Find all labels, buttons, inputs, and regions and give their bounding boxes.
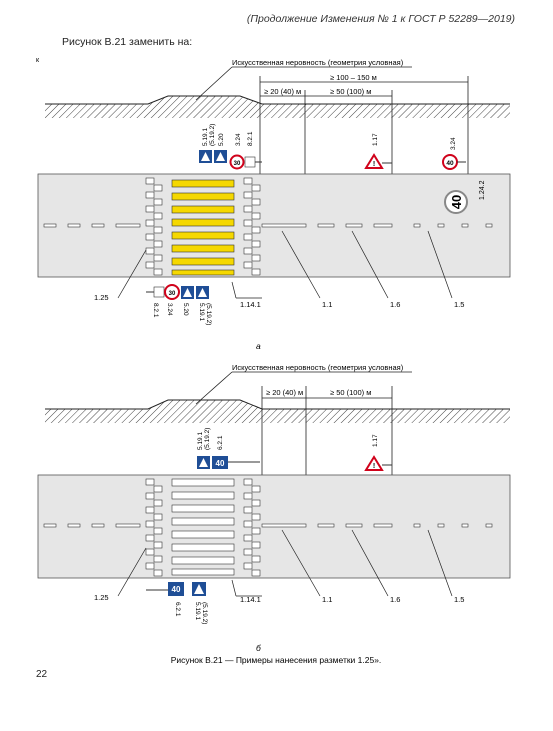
marking-1-25-left (145, 177, 163, 276)
caption-a: а (256, 341, 261, 351)
dim-1: ≥ 20 (40) м (264, 87, 301, 96)
crosswalk-yellow (171, 179, 235, 276)
hump-label: Искусственная неровность (геометрия усло… (232, 58, 404, 67)
callouts-b (117, 529, 453, 597)
corner-mark: к (36, 57, 40, 64)
svg-text:5.19.1: 5.19.1 (198, 303, 205, 321)
svg-text:!: ! (373, 463, 375, 470)
svg-text:(5.19.2): (5.19.2) (205, 303, 212, 325)
callout-1-25: 1.25 (94, 293, 109, 302)
svg-text:(5.19.2): (5.19.2) (201, 602, 208, 624)
svg-text:5.19.1: 5.19.1 (202, 128, 209, 146)
page-number: 22 (36, 669, 48, 680)
sign-6-2-1 (168, 582, 184, 596)
marking-1-25-right (243, 177, 261, 276)
marking-1-24-2: 40 1.24.2 (444, 180, 486, 214)
sign-6-2-1 (212, 456, 228, 469)
svg-text:3.24: 3.24 (166, 303, 173, 316)
sign-group-bottom-b: 40 6.2.1 5.19.1 (5.19.2) (146, 582, 208, 624)
intro-text: Рисунок В.21 заменить на: (62, 36, 193, 48)
svg-text:(5.19.2): (5.19.2) (209, 124, 216, 146)
speed-limit-sign-30 (164, 284, 180, 300)
svg-text:40: 40 (446, 160, 454, 167)
callout-1-1: 1.1 (322, 595, 332, 604)
sign-1-17-b: ! 1.17 (364, 434, 392, 471)
callout-1-5: 1.5 (454, 300, 464, 309)
svg-text:1.17: 1.17 (372, 434, 379, 447)
marking-1-25-left (145, 478, 163, 577)
svg-text:40: 40 (172, 585, 181, 594)
callout-1-6: 1.6 (390, 595, 400, 604)
figure-a: к Искусственная неровность (геометрия ус… (36, 57, 511, 351)
svg-text:1.17: 1.17 (372, 133, 379, 146)
svg-text:3.24: 3.24 (235, 133, 242, 146)
figure-caption: Рисунок В.21 — Примеры нанесения разметк… (171, 655, 382, 665)
centre-markings (43, 223, 493, 228)
svg-text:5.19.1: 5.19.1 (197, 432, 204, 450)
hump-label: Искусственная неровность (геометрия усло… (232, 363, 404, 372)
sign-group-bottom-a: 30 8.2.1 3.24 5.20 5.19.1 (5.19.2) (146, 284, 212, 325)
speed-limit-sign-30 (229, 154, 245, 170)
svg-text:5.20: 5.20 (218, 133, 225, 146)
svg-text:5.19.1: 5.19.1 (194, 602, 201, 620)
callout-1-6: 1.6 (390, 300, 400, 309)
caption-b: б (256, 643, 262, 653)
ground-profile (45, 95, 510, 118)
sign-group-top-a: 30 5.19.1 (5.19.2) 5.20 3.24 8.2.1 (199, 124, 262, 170)
plate-8-2-1 (153, 286, 165, 298)
callout-1-1: 1.1 (322, 300, 332, 309)
figure-b: Искусственная неровность (геометрия усло… (37, 363, 511, 653)
svg-text:6.2.1: 6.2.1 (174, 602, 181, 617)
svg-text:8.2.1: 8.2.1 (152, 303, 159, 318)
svg-text:8.2.1: 8.2.1 (247, 131, 254, 146)
crosswalk-white (171, 478, 235, 576)
callout-1-5: 1.5 (454, 595, 464, 604)
callouts-a (117, 230, 453, 299)
callout-1-14-1: 1.14.1 (240, 595, 261, 604)
svg-text:40: 40 (216, 459, 225, 468)
sign-group-top-b: 40 5.19.1 (5.19.2) 6.2.1 (197, 428, 260, 469)
svg-text:5.20: 5.20 (182, 303, 189, 316)
marking-1-25-right (243, 478, 261, 577)
sign-3-24-a: 40 3.24 (442, 137, 466, 170)
ground-profile (45, 399, 510, 423)
svg-text:(5.19.2): (5.19.2) (204, 428, 211, 450)
svg-text:30: 30 (169, 291, 176, 297)
dim-total: ≥ 100 – 150 м (330, 73, 377, 82)
svg-text:1.24.2: 1.24.2 (479, 180, 486, 200)
hump-leader (195, 66, 233, 101)
svg-text:6.2.1: 6.2.1 (217, 435, 224, 450)
dim-2: ≥ 50 (100) м (330, 87, 371, 96)
dim-2: ≥ 50 (100) м (330, 388, 371, 397)
dim-1: ≥ 20 (40) м (266, 388, 303, 397)
page-header: (Продолжение Изменения № 1 к ГОСТ Р 5228… (246, 13, 515, 25)
svg-text:3.24: 3.24 (450, 137, 457, 150)
svg-text:40: 40 (449, 195, 464, 209)
centre-markings (43, 523, 493, 528)
callout-1-25: 1.25 (94, 593, 109, 602)
callout-1-14-1: 1.14.1 (240, 300, 261, 309)
sign-1-17-a: ! 1.17 (364, 133, 392, 169)
plate-8-2-1 (244, 156, 256, 168)
svg-text:30: 30 (234, 161, 241, 167)
hump-leader (195, 371, 233, 405)
svg-text:!: ! (373, 161, 375, 168)
